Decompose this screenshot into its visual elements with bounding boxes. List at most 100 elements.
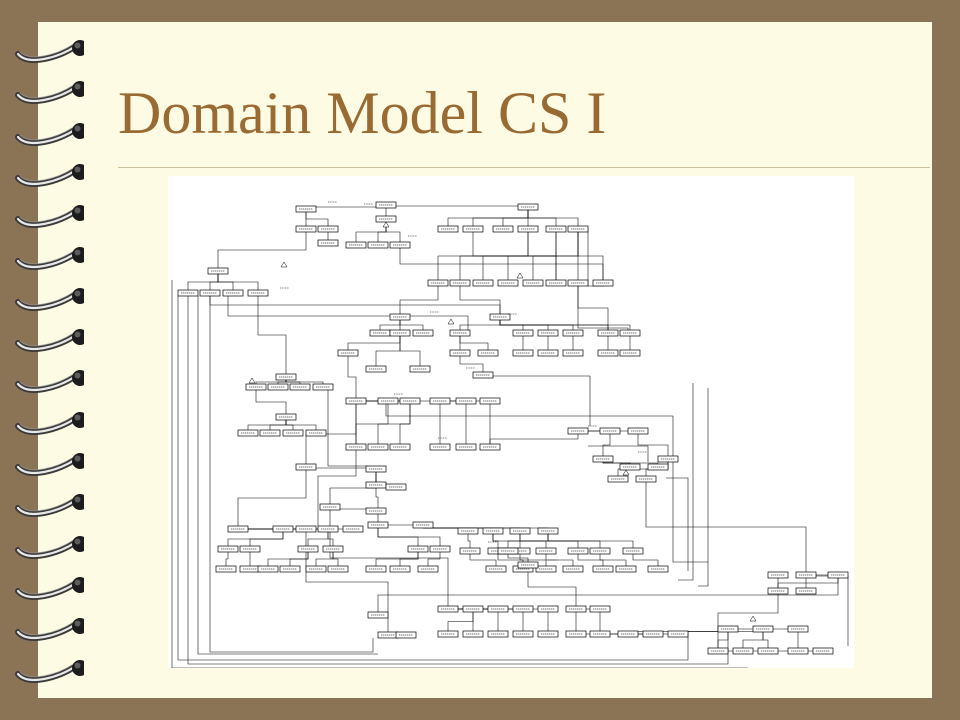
connector-line	[577, 286, 609, 330]
connector-line	[377, 578, 839, 612]
class-box	[245, 383, 267, 391]
class-box	[482, 527, 504, 535]
class-box	[812, 647, 834, 655]
class-box	[567, 547, 589, 555]
connector-line	[209, 274, 219, 290]
generalization-arrow	[447, 318, 455, 325]
class-box	[259, 429, 281, 437]
connector-line	[717, 572, 779, 654]
class-box	[247, 289, 269, 297]
connector-line	[577, 232, 604, 280]
connector-line	[502, 210, 529, 226]
class-box	[429, 397, 451, 405]
class-box	[275, 413, 297, 421]
connector-line	[588, 445, 649, 462]
class-box	[389, 241, 411, 249]
connector-line	[347, 336, 401, 350]
class-box	[615, 565, 637, 573]
connector-line	[327, 532, 334, 546]
connector-line	[385, 222, 401, 242]
spiral-ring-icon	[15, 287, 84, 311]
class-box	[295, 525, 317, 533]
class-box	[617, 630, 639, 638]
connector-line	[237, 470, 307, 526]
class-box	[295, 463, 317, 471]
class-box	[627, 427, 649, 435]
class-box	[497, 547, 519, 555]
connector-line	[808, 575, 849, 646]
spiral-ring-icon	[15, 370, 84, 394]
class-box	[322, 545, 344, 553]
connector-line	[555, 232, 579, 280]
class-box	[389, 313, 411, 321]
class-box	[457, 527, 479, 535]
class-box	[667, 630, 689, 638]
class-box	[622, 547, 644, 555]
connector-line	[469, 554, 497, 566]
class-box	[589, 630, 611, 638]
class-box	[485, 565, 507, 573]
class-box	[565, 605, 587, 613]
spiral-ring-icon	[15, 329, 84, 353]
connector-line	[492, 534, 521, 548]
spiral-ring-icon	[15, 618, 84, 642]
class-box	[345, 397, 367, 405]
diagram-classes	[177, 201, 849, 655]
spiral-ring-icon	[15, 122, 84, 146]
connector-line	[467, 534, 471, 548]
connector-line	[305, 532, 389, 632]
class-box	[437, 225, 459, 233]
class-box	[562, 565, 584, 573]
class-box	[619, 349, 641, 357]
connector-line	[527, 210, 579, 226]
connector-line	[385, 398, 708, 563]
connector-line	[602, 434, 611, 456]
class-box	[509, 527, 531, 535]
class-box	[319, 503, 341, 511]
class-box	[535, 565, 557, 573]
class-box	[429, 443, 451, 451]
class-box	[449, 279, 471, 287]
class-box	[455, 397, 477, 405]
connector-line	[399, 320, 424, 330]
connector-line	[527, 568, 577, 606]
spiral-ring-icon	[15, 246, 84, 270]
class-box	[342, 525, 364, 533]
class-box	[517, 225, 539, 233]
connector-line	[602, 462, 659, 464]
class-box	[407, 545, 429, 553]
class-box	[367, 521, 389, 529]
connector-line	[305, 466, 377, 470]
connector-line	[257, 296, 287, 374]
connector-line	[285, 420, 317, 430]
slide-page: Domain Model CS I	[38, 22, 932, 698]
connector-line	[255, 390, 287, 414]
connector-line	[519, 554, 547, 566]
class-box	[607, 475, 629, 483]
connector-line	[545, 554, 574, 566]
connector-line	[459, 286, 501, 314]
class-box	[497, 279, 519, 287]
class-box	[215, 565, 237, 573]
class-box	[437, 605, 459, 613]
class-box	[279, 565, 301, 573]
connector-line	[277, 380, 287, 384]
class-box	[365, 481, 387, 489]
class-box	[289, 383, 311, 391]
connector-line	[637, 434, 669, 456]
class-box	[389, 329, 411, 337]
connector-line	[375, 472, 379, 522]
connector-line	[332, 552, 339, 566]
connector-line	[225, 552, 229, 566]
connector-line	[209, 296, 374, 653]
class-box	[417, 565, 439, 573]
class-box	[395, 631, 417, 639]
connector-line	[289, 552, 309, 566]
class-box	[619, 463, 641, 471]
class-box	[517, 203, 539, 211]
connector-line	[285, 380, 324, 384]
connector-line	[269, 420, 287, 430]
class-box	[295, 225, 317, 233]
class-box	[597, 329, 619, 337]
class-box	[462, 225, 484, 233]
